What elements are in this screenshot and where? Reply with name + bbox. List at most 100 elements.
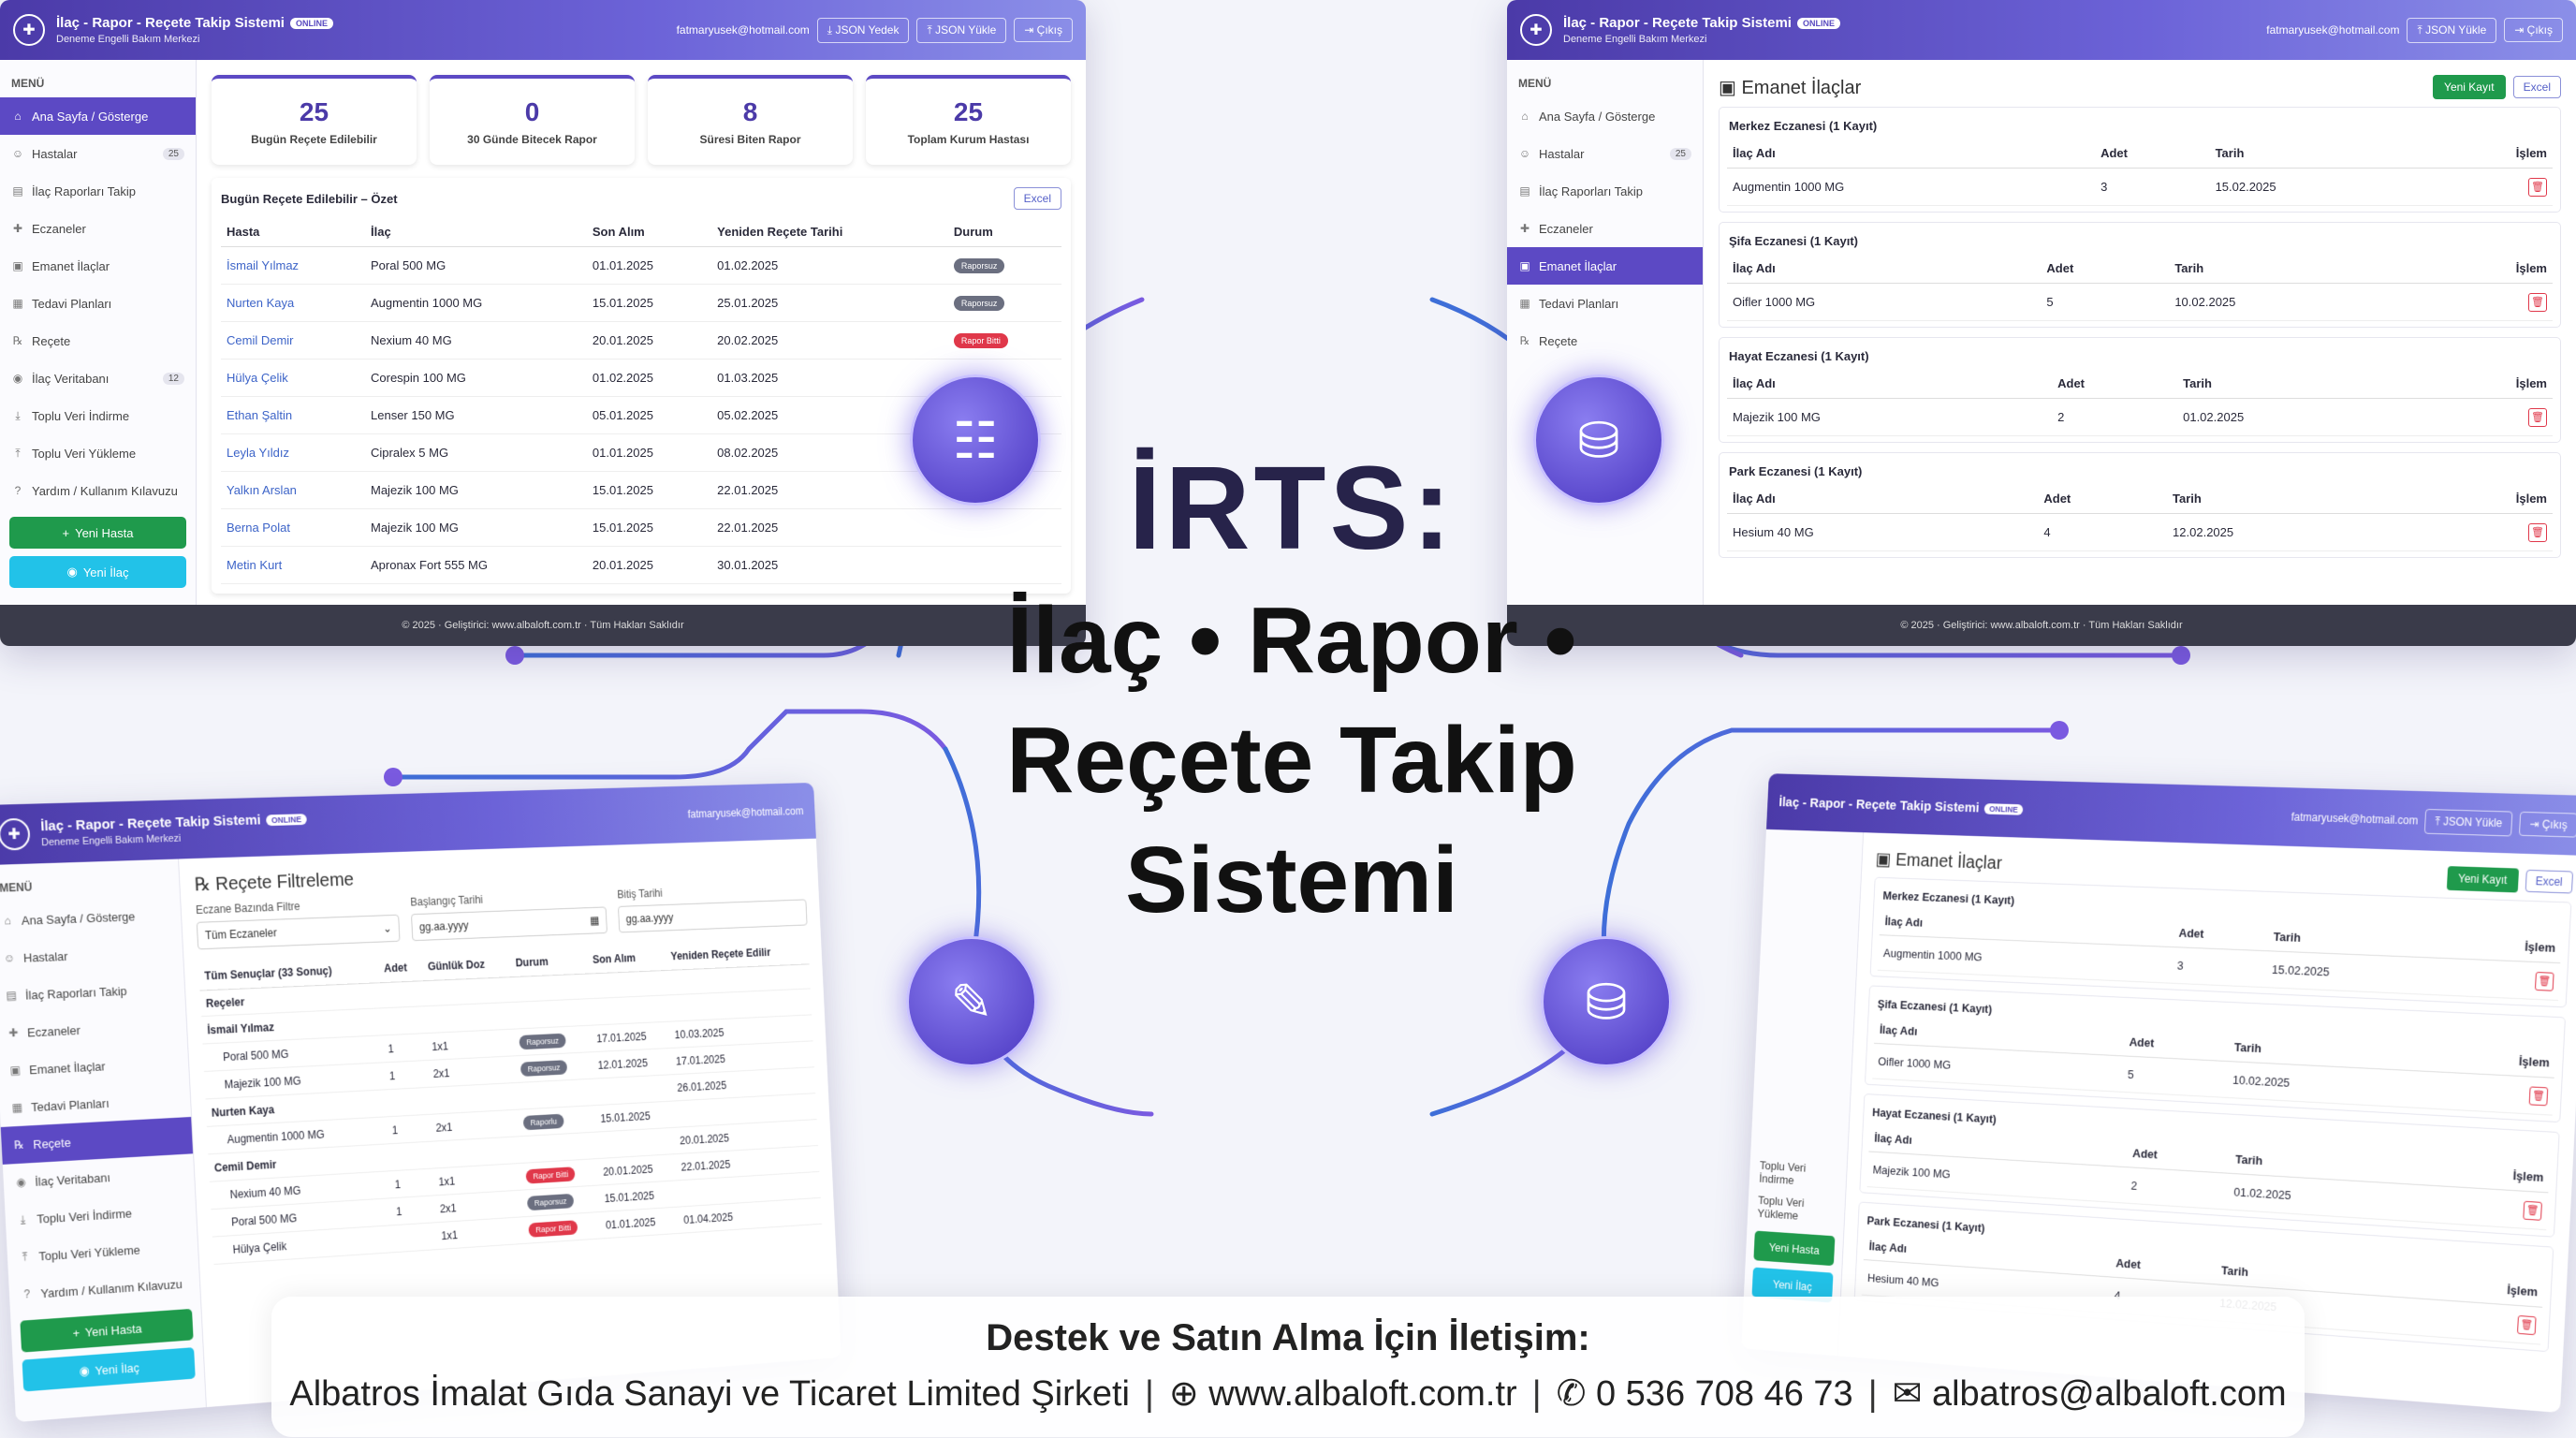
date: 10.02.2025	[2169, 283, 2411, 321]
represcribe-date: 25.01.2025	[711, 284, 948, 322]
patient-name[interactable]: İsmail Yılmaz	[221, 246, 365, 285]
sidebar-item-help[interactable]: ?Yardım / Kullanım Kılavuzu	[0, 472, 196, 509]
excel-export-button[interactable]: Excel	[2525, 869, 2574, 894]
sidebar-item-prescription[interactable]: ℞Reçete	[12, 333, 71, 348]
menu-heading: MENÜ	[11, 77, 45, 90]
sidebar-item-dashboard[interactable]: ⌂Ana Sayfa / Gösterge	[0, 97, 196, 135]
new-drug-button[interactable]: ◉Yeni İlaç	[9, 556, 186, 588]
json-import-button[interactable]: ⤒ JSON Yükle	[916, 17, 1007, 43]
trash-icon[interactable]: 🗑	[2523, 1200, 2542, 1221]
quantity: 1	[386, 1114, 432, 1144]
column-header: Tarih	[2209, 139, 2426, 169]
trash-icon[interactable]: 🗑	[2528, 177, 2547, 197]
page-title: ▣ Emanet İlaçlar	[1719, 77, 1862, 98]
trash-icon[interactable]: 🗑	[2516, 1314, 2537, 1335]
sidebar-item-prescription[interactable]: ℞Reçete	[1519, 333, 1578, 348]
drug-name: Cipralex 5 MG	[365, 433, 587, 472]
home-icon: ⌂	[1521, 110, 1529, 123]
patient-name[interactable]: Ethan Şaltin	[221, 396, 365, 434]
pharmacy-icon: ✚	[7, 1026, 19, 1040]
excel-export-button[interactable]: Excel	[1013, 187, 1061, 210]
phone-number[interactable]: 0 536 708 46 73	[1595, 1374, 1853, 1414]
end-date-input[interactable]: gg.aa.yyyy	[618, 899, 808, 933]
pharmacy-filter-select[interactable]: Tüm Eczaneler⌄	[196, 914, 401, 950]
logout-button[interactable]: ⇥ Çıkış	[2504, 18, 2563, 42]
sidebar-item-pharmacies[interactable]: ✚Eczaneler	[12, 221, 86, 236]
new-patient-button[interactable]: Yeni Hasta	[1753, 1230, 1836, 1267]
pharmacy-filter-label: Eczane Bazında Filtre	[195, 900, 300, 917]
trash-icon[interactable]: 🗑	[2528, 292, 2547, 312]
quantity: 2	[2052, 398, 2178, 436]
new-record-button[interactable]: Yeni Kayıt	[2433, 75, 2506, 99]
status-badge: Raporsuz	[953, 258, 1005, 273]
new-patient-button[interactable]: +Yeni Hasta	[9, 517, 186, 549]
sidebar-item-treatment[interactable]: ▦Tedavi Planları	[12, 296, 112, 311]
trash-icon[interactable]: 🗑	[2528, 1085, 2549, 1106]
logout-button[interactable]: ⇥ Çıkış	[2519, 811, 2576, 838]
sidebar-item-treatment[interactable]: ▦Tedavi Planları	[1519, 296, 1619, 311]
column-header: İlaç Adı	[1727, 369, 2053, 399]
json-export-button[interactable]: ⤓ JSON Yedek	[816, 17, 910, 43]
patient-name[interactable]: Leyla Yıldız	[221, 433, 365, 472]
logout-button[interactable]: ⇥ Çıkış	[1014, 18, 1073, 42]
trash-icon[interactable]: 🗑	[2534, 971, 2554, 991]
new-drug-button[interactable]: ◉Yeni İlaç	[22, 1347, 196, 1392]
drug-name: Augmentin 1000 MG	[365, 284, 587, 322]
sidebar-item-reports[interactable]: ▤İlaç Raporları Takip	[1519, 183, 1644, 198]
status-badge: Rapor Bitti	[528, 1219, 578, 1238]
json-import-button[interactable]: ⤒ JSON Yükle	[2424, 808, 2513, 837]
patient-name[interactable]: Cemil Demir	[221, 321, 365, 360]
new-record-button[interactable]: Yeni Kayıt	[2446, 866, 2519, 893]
new-patient-button[interactable]: +Yeni Hasta	[20, 1308, 194, 1353]
patient-name[interactable]: Yalkın Arslan	[221, 471, 365, 509]
column-header: Tarih	[2169, 254, 2411, 284]
patient-name[interactable]: Metin Kurt	[221, 546, 365, 584]
sidebar-item-entrusted[interactable]: ▣Emanet İlaçlar	[1507, 247, 1703, 285]
sidebar-item-bulk-upload[interactable]: ⤒Toplu Veri Yükleme	[0, 434, 196, 472]
sidebar-item-dashboard[interactable]: ⌂Ana Sayfa / Gösterge	[1507, 97, 1703, 135]
patient-name[interactable]: Berna Polat	[221, 508, 365, 547]
sidebar-item-reports[interactable]: ▤İlaç Raporları Takip	[12, 183, 137, 198]
drug-name: Majezik 100 MG	[365, 508, 587, 547]
website-link[interactable]: www.albaloft.com.tr	[1208, 1374, 1517, 1414]
column-header: İşlem	[2409, 484, 2553, 514]
sidebar-item-entrusted[interactable]: ▣Emanet İlaçlar	[12, 258, 110, 273]
patient-name[interactable]: Hülya Çelik	[221, 359, 365, 397]
sidebar-item-bulk-upload[interactable]: Toplu Veri Yükleme	[1757, 1193, 1805, 1223]
json-import-button[interactable]: ⤒ JSON Yükle	[2407, 17, 2497, 43]
calendar-icon: ▦	[11, 1100, 23, 1115]
excel-export-button[interactable]: Excel	[2512, 76, 2561, 98]
email-link[interactable]: albatros@albaloft.com	[1931, 1374, 2287, 1414]
patient-name[interactable]: Nurten Kaya	[221, 284, 365, 322]
status-cell	[947, 508, 1061, 547]
sidebar-item-bulk-download[interactable]: ⤓Toplu Veri İndirme	[0, 397, 196, 434]
last-purchase-date: 20.01.2025	[586, 546, 712, 584]
hero-line-2: Reçete Takip	[1006, 708, 1577, 813]
clipboard-icon: ✎	[906, 936, 1037, 1067]
sidebar-item-pharmacies[interactable]: ✚Eczaneler	[1519, 221, 1593, 236]
daily-dose	[424, 1002, 514, 1034]
trash-icon[interactable]: 🗑	[2528, 407, 2547, 427]
column-header: İşlem	[2413, 369, 2553, 399]
app-footer: © 2025 · Geliştirici: www.albaloft.com.t…	[0, 605, 1086, 646]
box-icon: ▣	[12, 259, 23, 272]
start-date-input[interactable]: gg.aa.yyyy▦	[410, 906, 607, 942]
trash-icon[interactable]: 🗑	[2528, 522, 2547, 542]
